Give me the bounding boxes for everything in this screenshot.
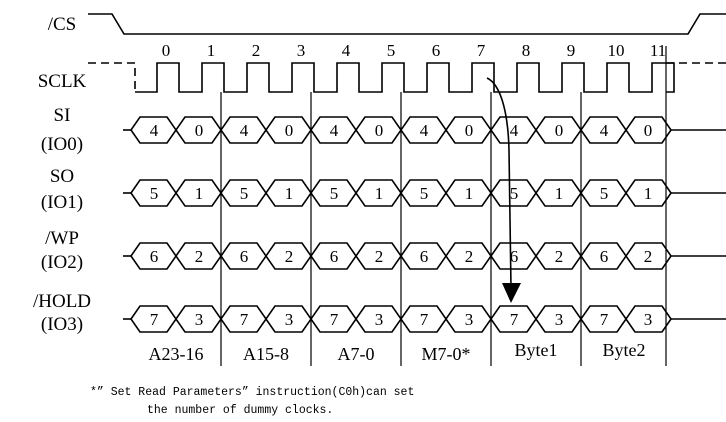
segment-label: Byte2 — [603, 340, 646, 360]
wp-label: /WP — [45, 228, 79, 249]
bit-label: 1 — [555, 184, 564, 203]
clock-number: 9 — [567, 41, 576, 60]
io0-label: (IO0) — [41, 134, 83, 155]
lane-io2-bits: 6 2 6 2 6 2 6 2 6 2 6 2 — [150, 247, 653, 266]
clock-number: 6 — [432, 41, 441, 60]
sclk-label: SCLK — [38, 71, 87, 92]
data-lanes — [123, 116, 726, 333]
bit-label: 3 — [195, 310, 204, 329]
bit-label: 5 — [330, 184, 339, 203]
clock-number: 3 — [297, 41, 306, 60]
so-label: SO — [50, 166, 74, 187]
bit-label: 7 — [510, 310, 519, 329]
hold-label: /HOLD — [33, 291, 91, 312]
segment-label: Byte1 — [515, 340, 558, 360]
bit-label: 3 — [465, 310, 474, 329]
segment-label: M7-0* — [422, 344, 471, 364]
cs-label: /CS — [48, 14, 77, 35]
bit-label: 1 — [644, 184, 653, 203]
bit-label: 5 — [600, 184, 609, 203]
clock-number: 7 — [477, 41, 486, 60]
bit-label: 1 — [195, 184, 204, 203]
bit-label: 1 — [285, 184, 294, 203]
lane-io3 — [123, 305, 726, 333]
si-label: SI — [54, 105, 71, 126]
bit-label: 3 — [375, 310, 384, 329]
bit-label: 4 — [150, 121, 159, 140]
lane-io0-bits: 4 0 4 0 4 0 4 0 4 0 4 0 — [150, 121, 653, 140]
bit-label: 3 — [555, 310, 564, 329]
clock-number: 0 — [162, 41, 171, 60]
bit-label: 5 — [420, 184, 429, 203]
bit-label: 1 — [375, 184, 384, 203]
bit-label: 4 — [600, 121, 609, 140]
segment-label: A23-16 — [149, 344, 204, 364]
bit-label: 0 — [195, 121, 204, 140]
clock-number: 11 — [650, 41, 666, 60]
bit-label: 4 — [240, 121, 249, 140]
bit-label: 1 — [465, 184, 474, 203]
bit-label: 2 — [555, 247, 564, 266]
bit-label: 6 — [150, 247, 159, 266]
io1-label: (IO1) — [41, 192, 83, 213]
bit-label: 0 — [465, 121, 474, 140]
arrow-head-icon — [502, 283, 521, 303]
io3-label: (IO3) — [41, 314, 83, 335]
segment-label: A15-8 — [243, 344, 289, 364]
lane-bottom-edge — [130, 191, 672, 207]
clock-number: 4 — [342, 41, 351, 60]
bit-label: 5 — [240, 184, 249, 203]
bit-label: 7 — [420, 310, 429, 329]
bit-label: 3 — [285, 310, 294, 329]
segment-label: A7-0 — [338, 344, 375, 364]
bit-label: 2 — [195, 247, 204, 266]
bit-label: 4 — [510, 121, 519, 140]
bit-label: 2 — [375, 247, 384, 266]
turnaround-arrow — [486, 77, 512, 289]
bit-label: 7 — [240, 310, 249, 329]
cs-waveform — [88, 13, 726, 35]
io2-label: (IO2) — [41, 252, 83, 273]
bit-label: 3 — [644, 310, 653, 329]
bit-label: 5 — [510, 184, 519, 203]
lane-bottom-edge — [130, 254, 672, 270]
clock-number: 1 — [207, 41, 216, 60]
bit-label: 0 — [285, 121, 294, 140]
bit-label: 2 — [285, 247, 294, 266]
sclk-waveform — [135, 62, 675, 93]
bit-label: 5 — [150, 184, 159, 203]
clock-number: 5 — [387, 41, 396, 60]
sclk-dashed-start — [88, 62, 136, 92]
lane-io2 — [123, 242, 726, 270]
lane-bottom-edge — [130, 128, 672, 144]
lane-io1 — [123, 179, 726, 207]
bit-label: 4 — [420, 121, 429, 140]
bit-label: 6 — [240, 247, 249, 266]
bit-label: 7 — [150, 310, 159, 329]
bit-label: 6 — [600, 247, 609, 266]
footnote-line-1: *” Set Read Parameters” instruction(C0h)… — [90, 386, 414, 399]
lane-io1-bits: 5 1 5 1 5 1 5 1 5 1 5 1 — [150, 184, 653, 203]
sclk-pulse-train — [135, 62, 675, 93]
bit-label: 7 — [330, 310, 339, 329]
bit-label: 2 — [644, 247, 653, 266]
bit-label: 0 — [555, 121, 564, 140]
bit-label: 6 — [510, 247, 519, 266]
bit-label: 4 — [330, 121, 339, 140]
bit-label: 0 — [375, 121, 384, 140]
clock-number: 2 — [252, 41, 261, 60]
bit-label: 2 — [465, 247, 474, 266]
bit-label: 7 — [600, 310, 609, 329]
clock-number: 8 — [522, 41, 531, 60]
bit-label: 6 — [330, 247, 339, 266]
bit-label: 0 — [644, 121, 653, 140]
footnote-line-2: the number of dummy clocks. — [147, 404, 333, 417]
lane-io0 — [123, 116, 726, 144]
clock-numbers: 0 1 2 3 4 5 6 7 8 9 10 11 — [162, 41, 666, 60]
lane-io3-bits: 7 3 7 3 7 3 7 3 7 3 7 3 — [150, 310, 653, 329]
clock-number: 10 — [608, 41, 625, 60]
lane-bottom-edge — [130, 317, 672, 333]
bit-label: 6 — [420, 247, 429, 266]
